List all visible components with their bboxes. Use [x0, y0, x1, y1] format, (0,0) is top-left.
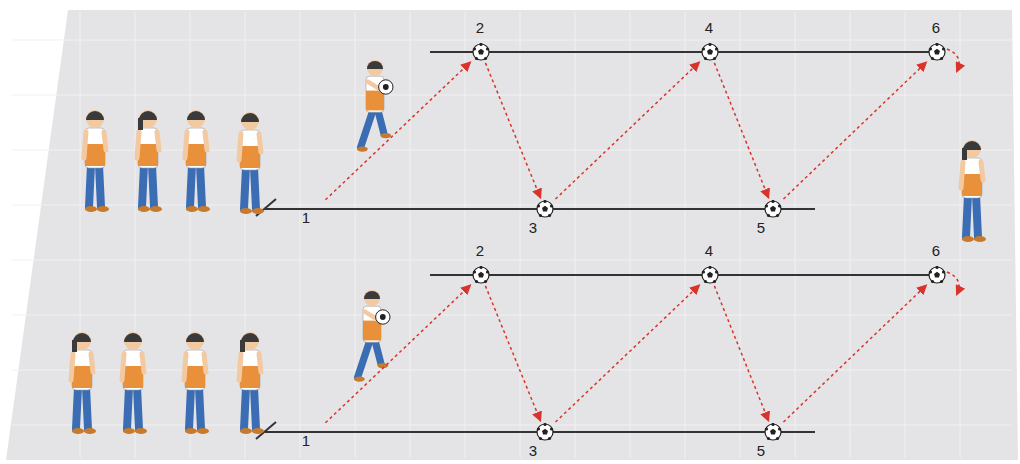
ball-icon — [701, 43, 719, 61]
ball-icon — [764, 200, 782, 218]
ball-marker: 4 — [701, 266, 719, 284]
ball-icon — [928, 43, 946, 61]
grid-line — [12, 150, 1012, 151]
ball-marker: 4 — [701, 43, 719, 61]
pass-arrow — [714, 286, 768, 421]
ball-icon — [928, 266, 946, 284]
grid-line — [12, 40, 1012, 41]
grid-line — [12, 425, 1012, 426]
grid-line — [630, 12, 631, 458]
callout-number: 3 — [523, 219, 543, 236]
ball-marker: 6 — [928, 43, 946, 61]
pass-arrow — [783, 285, 926, 422]
start-marker: 1 — [316, 424, 324, 432]
child-figure — [239, 332, 264, 434]
callout-number: 3 — [523, 442, 543, 459]
grid-line — [685, 12, 686, 458]
pass-arrow — [555, 62, 699, 199]
ball-marker: 2 — [472, 266, 490, 284]
child-figure — [357, 60, 393, 152]
grid-line — [520, 12, 521, 458]
pass-arrow — [555, 285, 699, 422]
pass-arrow — [485, 63, 540, 198]
ball-marker: 2 — [472, 43, 490, 61]
grid-line — [12, 205, 1012, 206]
pass-arrow — [485, 286, 540, 421]
grid-line — [300, 12, 301, 458]
children — [71, 60, 986, 434]
ball-icon — [536, 200, 554, 218]
child-figure — [71, 332, 96, 434]
grid-line — [12, 95, 1012, 96]
callout-number: 4 — [699, 242, 719, 259]
floor — [6, 10, 1018, 460]
start-marker: 1 — [316, 201, 324, 209]
ball-marker: 5 — [764, 200, 782, 218]
callout-number: 1 — [296, 432, 316, 449]
grid-line — [355, 12, 356, 458]
pass-arrow — [783, 62, 926, 199]
ball-marker: 5 — [764, 423, 782, 441]
child-figure — [122, 332, 147, 434]
child-figure — [961, 140, 986, 242]
ball-icon — [472, 43, 490, 61]
floor-grid — [12, 12, 1012, 458]
ball-marker: 3 — [536, 200, 554, 218]
grid-line — [12, 260, 1012, 261]
callout-number: 5 — [751, 442, 771, 459]
field-lines — [256, 52, 945, 439]
grid-line — [465, 12, 466, 458]
grid-line — [850, 12, 851, 458]
pass-arrow — [325, 62, 470, 200]
ball-marker: 3 — [536, 423, 554, 441]
grid-line — [190, 12, 191, 458]
grid-line — [12, 370, 1012, 371]
grid-line — [245, 12, 246, 458]
ball-icon — [764, 423, 782, 441]
grid-line — [575, 12, 576, 458]
grid-line — [905, 12, 906, 458]
grid-line — [12, 315, 1012, 316]
grid-line — [740, 12, 741, 458]
child-figure — [185, 110, 210, 212]
callout-number: 4 — [699, 19, 719, 36]
callout-number: 5 — [751, 219, 771, 236]
callout-number: 2 — [470, 19, 490, 36]
ball-icon — [472, 266, 490, 284]
ball-marker: 6 — [928, 266, 946, 284]
grid-line — [960, 12, 961, 458]
callout-number: 6 — [926, 242, 946, 259]
grid-line — [795, 12, 796, 458]
ball-icon — [536, 423, 554, 441]
pass-arrow — [714, 63, 768, 198]
callout-number: 2 — [470, 242, 490, 259]
child-figure — [354, 290, 390, 382]
pass-arrow — [325, 285, 470, 423]
child-figure — [84, 110, 109, 212]
child-figure — [184, 332, 209, 434]
ball-icon — [701, 266, 719, 284]
grid-line — [410, 12, 411, 458]
child-figure — [239, 112, 264, 214]
callout-number: 6 — [926, 19, 946, 36]
child-figure — [137, 110, 162, 212]
turn-arrow — [947, 49, 959, 294]
callout-number: 1 — [296, 209, 316, 226]
